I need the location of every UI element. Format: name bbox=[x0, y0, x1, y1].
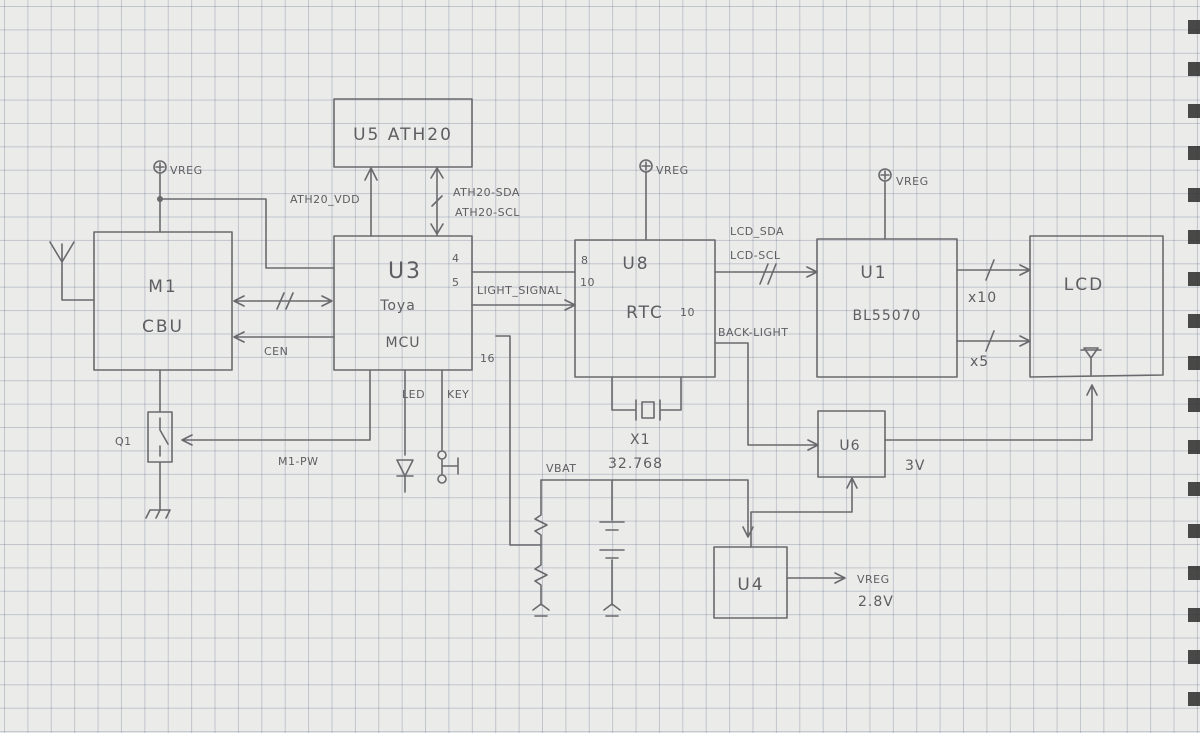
battery-icon bbox=[599, 479, 625, 606]
u8-sublabel: RTC bbox=[626, 303, 664, 323]
ath20-vdd-label: ATH20_VDD bbox=[290, 193, 360, 206]
u1-sublabel: BL55070 bbox=[853, 308, 922, 324]
ath20-i2c-wire bbox=[430, 166, 444, 237]
bus-x5-label: x5 bbox=[970, 354, 989, 370]
lcd-label: LCD bbox=[1064, 275, 1104, 295]
vreg-label-m1: VREG bbox=[170, 164, 203, 177]
led-label: LED bbox=[402, 388, 425, 401]
u3-pin-16: 16 bbox=[480, 352, 495, 365]
lcd-sda-label: LCD_SDA bbox=[730, 225, 784, 238]
u3-sublabel-2: MCU bbox=[385, 335, 420, 351]
light-signal-label: LIGHT_SIGNAL bbox=[477, 284, 562, 297]
u1-lcd-bus-5 bbox=[956, 330, 1031, 352]
vreg-symbol-u8 bbox=[639, 159, 653, 241]
q1-switch-icon bbox=[147, 369, 173, 511]
ground-icon-divider bbox=[532, 603, 550, 617]
vreg-out-voltage: 2.8V bbox=[858, 594, 894, 610]
x1-freq-label: 32.768 bbox=[608, 456, 663, 472]
vreg-out-wire bbox=[786, 572, 846, 584]
notebook-spiral-binding bbox=[1188, 0, 1200, 733]
m1-label: M1 bbox=[148, 277, 177, 297]
vreg-label-u1: VREG bbox=[896, 175, 929, 188]
lcd-block bbox=[1029, 235, 1164, 378]
u4-label: U4 bbox=[737, 575, 764, 595]
vreg-symbol-u1 bbox=[878, 168, 892, 240]
u8-pin-10b: 10 bbox=[680, 306, 695, 319]
u8-pin-10: 10 bbox=[580, 276, 595, 289]
antenna-icon bbox=[49, 241, 95, 301]
u1-label: U1 bbox=[860, 263, 887, 283]
u3-pin-4: 4 bbox=[452, 252, 460, 265]
vbat-label: VBAT bbox=[546, 462, 576, 475]
m1-u3-bus bbox=[233, 292, 333, 310]
q1-label: Q1 bbox=[115, 435, 132, 448]
u6-block bbox=[817, 410, 886, 478]
cen-wire bbox=[233, 331, 335, 343]
crystal-x1-icon bbox=[611, 376, 682, 421]
u8-block bbox=[574, 239, 716, 378]
light-signal-wire bbox=[471, 299, 576, 311]
key-switch-icon bbox=[441, 369, 459, 475]
u8-pin-8: 8 bbox=[581, 254, 589, 267]
x1-label: X1 bbox=[630, 432, 651, 448]
key-label: KEY bbox=[447, 388, 469, 401]
u6-lcd-wire bbox=[884, 384, 1098, 441]
u3-sublabel-1: Toya bbox=[379, 298, 416, 314]
u5-block bbox=[333, 98, 473, 168]
u3-label: U3 bbox=[388, 259, 422, 284]
u8-label: U8 bbox=[622, 254, 649, 274]
vbat-wire bbox=[540, 479, 754, 538]
led-icon bbox=[396, 369, 414, 493]
u5-label: U5 ATH20 bbox=[353, 125, 453, 145]
m1-sublabel: CBU bbox=[142, 317, 184, 337]
u3-pin-5: 5 bbox=[452, 276, 460, 289]
resistor-divider-icon bbox=[534, 479, 548, 606]
ground-icon-battery bbox=[603, 603, 621, 617]
u1-block bbox=[816, 238, 958, 378]
vreg-wire-m1-u3 bbox=[159, 198, 335, 269]
vreg-symbol-m1 bbox=[153, 160, 167, 202]
cen-label: CEN bbox=[264, 345, 288, 358]
m1-pw-wire bbox=[181, 369, 371, 446]
u6-out-label: 3V bbox=[905, 458, 925, 474]
m1-pw-label: M1-PW bbox=[278, 455, 318, 468]
ath20-scl-label: ATH20-SCL bbox=[455, 206, 520, 219]
ground-icon-q1 bbox=[145, 509, 171, 519]
bus-x10-label: x10 bbox=[968, 290, 997, 306]
u3-adc-wire bbox=[495, 335, 542, 546]
backlight-diode-icon bbox=[1080, 347, 1102, 376]
vreg-out-label: VREG bbox=[857, 573, 890, 586]
u3-block bbox=[333, 235, 473, 371]
u1-lcd-bus-10 bbox=[956, 259, 1031, 281]
back-light-label: BACK-LIGHT bbox=[718, 326, 788, 339]
lcd-scl-label: LCD-SCL bbox=[730, 249, 781, 262]
u4-u6-wire bbox=[750, 477, 858, 548]
u6-label: U6 bbox=[839, 438, 860, 454]
back-light-wire bbox=[714, 342, 819, 451]
ath20-sda-label: ATH20-SDA bbox=[453, 186, 520, 199]
vreg-label-u8: VREG bbox=[656, 164, 689, 177]
m1-block bbox=[93, 231, 233, 371]
ath20-vdd-wire bbox=[364, 167, 378, 237]
lcd-i2c-bus bbox=[714, 263, 818, 285]
